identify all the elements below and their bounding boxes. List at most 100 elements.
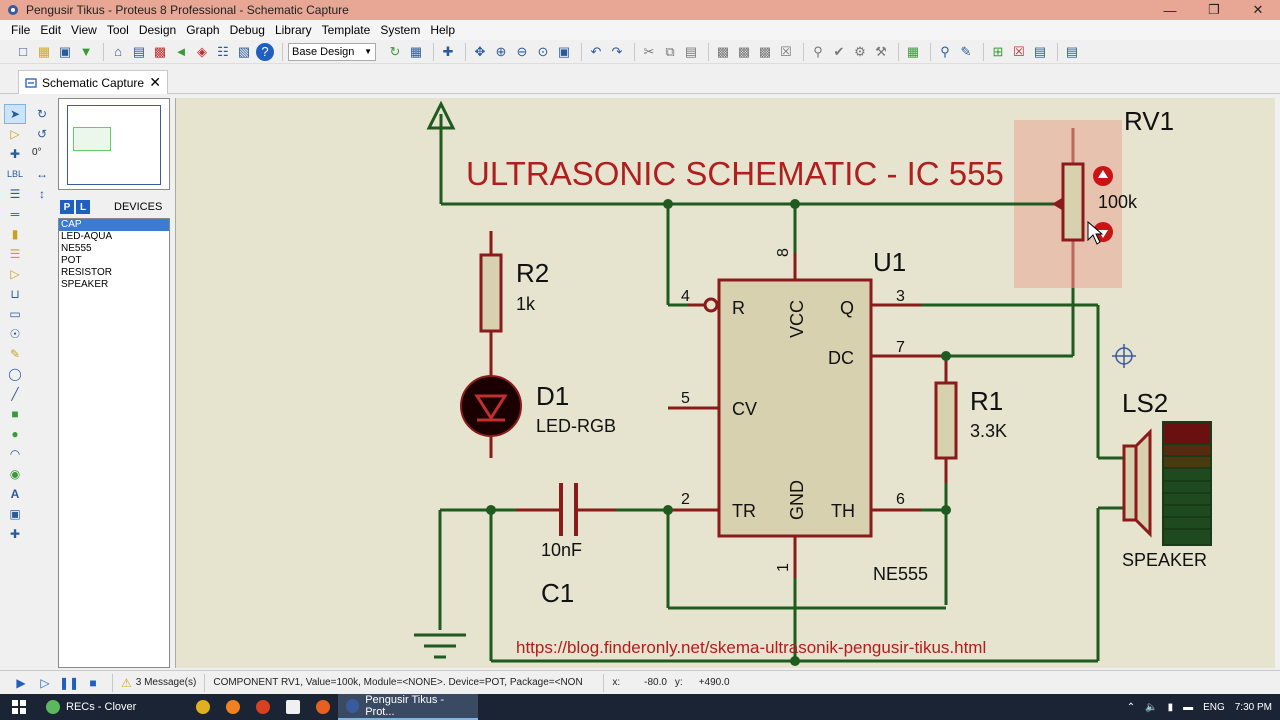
firefox-taskbar-icon[interactable]	[308, 694, 338, 720]
text-icon[interactable]: A	[10, 487, 20, 501]
mirror-x-icon[interactable]: ↔	[36, 167, 48, 181]
language-indicator[interactable]: ENG	[1203, 701, 1225, 713]
open-folder-icon[interactable]: ▦	[37, 43, 51, 59]
step-icon[interactable]: ▷	[40, 675, 50, 690]
graph-icon[interactable]: ⊔	[10, 287, 20, 301]
resistor-r2[interactable]	[479, 253, 503, 333]
wire-autorouter-icon[interactable]: ▦	[906, 43, 920, 59]
symbol-icon[interactable]: ▣	[9, 507, 21, 521]
block-delete-icon[interactable]: ☒	[780, 43, 792, 59]
close-window-button[interactable]: ✕	[1252, 2, 1264, 17]
gerber-icon[interactable]: ◄	[174, 44, 188, 59]
zoom-area-icon[interactable]: ▣	[557, 43, 571, 59]
minimize-button[interactable]: —	[1163, 2, 1177, 18]
led-d1[interactable]	[460, 375, 522, 437]
play-icon[interactable]: ▶	[16, 675, 26, 690]
potentiometer-rv1[interactable]	[1061, 162, 1085, 242]
speaker-ls2[interactable]	[1122, 428, 1152, 538]
battery-icon[interactable]: ▮	[1167, 701, 1174, 713]
list-item[interactable]: NE555	[61, 243, 92, 254]
copy-icon[interactable]: ⧉	[665, 43, 675, 59]
menu-file[interactable]: File	[11, 23, 31, 37]
buses-icon[interactable]: ═	[10, 207, 20, 221]
windows-start-button[interactable]	[0, 694, 38, 720]
packaging-tool-icon[interactable]: ⚙	[854, 43, 866, 59]
notes-taskbar-icon[interactable]	[278, 694, 308, 720]
line-icon[interactable]: ╱	[11, 387, 19, 401]
tab-schematic-capture[interactable]: Schematic Capture ✕	[18, 70, 168, 94]
zoom-in-icon[interactable]: ⊕	[495, 43, 507, 59]
decompose-icon[interactable]: ⚒	[875, 43, 887, 59]
circle-icon[interactable]: ●	[11, 427, 19, 441]
pause-icon[interactable]: ❚❚	[58, 675, 80, 690]
undo-icon[interactable]: ↶	[590, 43, 602, 59]
network-icon[interactable]: ▬	[1183, 701, 1194, 713]
paste-icon[interactable]: ▤	[684, 43, 698, 59]
pick-devices-button[interactable]: P	[60, 200, 74, 214]
rotate-clockwise-icon[interactable]: ↻	[36, 107, 48, 121]
block-copy-icon[interactable]: ▩	[716, 43, 730, 59]
list-item[interactable]: RESISTOR	[61, 267, 112, 278]
pan-icon[interactable]: ✥	[474, 43, 486, 59]
new-file-icon[interactable]: □	[19, 44, 27, 59]
terminals-icon[interactable]: ☰	[9, 247, 21, 261]
remove-sheet-icon[interactable]: ☒	[1013, 43, 1025, 59]
subcircuit-icon[interactable]: ▮	[11, 227, 19, 241]
junction-dot-icon[interactable]: ✚	[9, 147, 21, 161]
messages-count[interactable]: 3 Message(s)	[135, 677, 197, 688]
ic-u1-ne555[interactable]	[717, 278, 873, 538]
taskbar-item-clover[interactable]: RECs - Clover	[38, 694, 188, 720]
box-icon[interactable]: ■	[11, 407, 19, 421]
component-mode-icon[interactable]: ▷	[10, 127, 20, 141]
menu-help[interactable]: Help	[430, 23, 456, 37]
voltage-probe-icon[interactable]: ✎	[9, 347, 21, 361]
grid-icon[interactable]: ▦	[409, 43, 423, 59]
restore-button[interactable]: ❐	[1208, 2, 1220, 17]
menu-tool[interactable]: Tool	[106, 23, 129, 37]
rotation-angle[interactable]: 0°	[32, 146, 42, 158]
device-pins-icon[interactable]: ▷	[10, 267, 20, 281]
generator-icon[interactable]: ☉	[9, 327, 21, 341]
chevron-up-icon[interactable]: ⌃	[1126, 701, 1136, 713]
menu-design[interactable]: Design	[138, 23, 177, 37]
cut-icon[interactable]: ✂	[643, 43, 655, 59]
vcc-power-terminal[interactable]	[426, 100, 456, 130]
zoom-all-icon[interactable]: ⊙	[537, 43, 549, 59]
avast-taskbar-icon[interactable]	[218, 694, 248, 720]
path-icon[interactable]: ◉	[9, 467, 21, 481]
search-tag-icon[interactable]: ⚲	[940, 43, 950, 59]
schematic-canvas[interactable]: ULTRASONIC SCHEMATIC - IC 555 https://bl…	[175, 98, 1275, 668]
refresh-icon[interactable]: ↻	[389, 43, 401, 59]
mirror-y-icon[interactable]: ↕	[39, 187, 45, 201]
make-device-icon[interactable]: ✔	[833, 43, 845, 59]
schematic-icon[interactable]: ▤	[132, 43, 146, 59]
design-select[interactable]: Base Design ▼	[288, 42, 376, 61]
redo-icon[interactable]: ↷	[611, 43, 623, 59]
bom-icon[interactable]: ☷	[217, 43, 229, 59]
tape-recorder-icon[interactable]: ▭	[9, 307, 21, 321]
virtual-instruments-icon[interactable]: ◯	[8, 367, 22, 381]
selection-mode-icon[interactable]: ➤	[4, 104, 26, 124]
save-icon[interactable]: ▣	[58, 43, 72, 59]
volume-icon[interactable]: 🔈	[1145, 701, 1158, 713]
menu-edit[interactable]: Edit	[40, 23, 62, 37]
help-icon[interactable]: ?	[256, 42, 274, 61]
source-code-icon[interactable]: ▧	[237, 43, 251, 59]
menu-debug[interactable]: Debug	[229, 23, 265, 37]
clock[interactable]: 7:30 PM	[1234, 701, 1272, 713]
app-taskbar-icon[interactable]	[248, 694, 278, 720]
taskbar-item-proteus[interactable]: Pengusir Tikus - Prot...	[338, 694, 478, 720]
list-item[interactable]: CAP	[59, 219, 169, 231]
resistor-r1[interactable]	[934, 381, 958, 460]
home-icon[interactable]: ⌂	[114, 44, 122, 59]
pcb-icon[interactable]: ▩	[153, 43, 167, 59]
library-manager-button[interactable]: L	[76, 200, 90, 214]
text-script-icon[interactable]: ☰	[9, 187, 21, 201]
netlist-icon[interactable]: ▤	[1065, 43, 1079, 59]
zoom-out-icon[interactable]: ⊖	[516, 43, 528, 59]
exit-to-parent-icon[interactable]: ▤	[1033, 43, 1047, 59]
menu-view[interactable]: View	[71, 23, 97, 37]
ground-terminal[interactable]	[414, 633, 466, 659]
menu-library[interactable]: Library	[274, 23, 312, 37]
list-item[interactable]: POT	[61, 255, 82, 266]
